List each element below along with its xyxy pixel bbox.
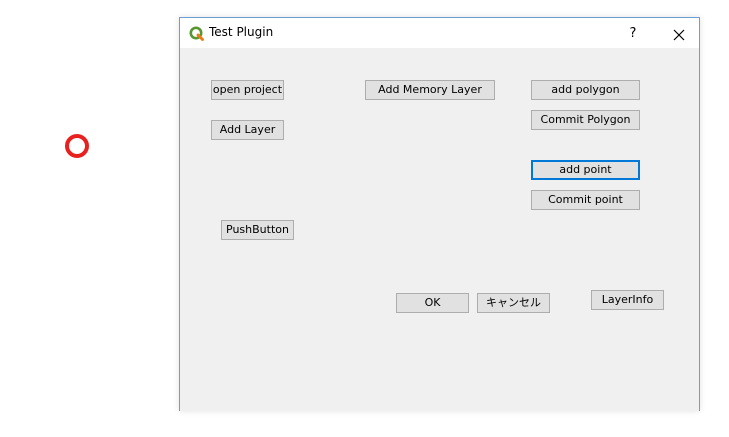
layer-info-button[interactable]: LayerInfo <box>591 290 664 310</box>
qgis-logo-icon <box>189 26 204 41</box>
title-bar[interactable]: Test Plugin ? <box>180 18 699 48</box>
push-button[interactable]: PushButton <box>221 220 294 240</box>
red-circle-marker <box>65 134 89 158</box>
add-memory-layer-button[interactable]: Add Memory Layer <box>365 80 495 100</box>
dialog-content: open project Add Layer PushButton Add Me… <box>180 48 699 411</box>
commit-point-button[interactable]: Commit point <box>531 190 640 210</box>
add-polygon-button[interactable]: add polygon <box>531 80 640 100</box>
ok-button[interactable]: OK <box>396 293 469 313</box>
cancel-button[interactable]: キャンセル <box>477 293 550 313</box>
window-title: Test Plugin <box>209 25 274 39</box>
help-button[interactable]: ? <box>629 26 637 41</box>
test-plugin-dialog: Test Plugin ? open project Add Layer Pus… <box>179 17 700 411</box>
commit-polygon-button[interactable]: Commit Polygon <box>531 110 640 130</box>
close-button[interactable] <box>664 23 694 45</box>
close-icon <box>673 29 685 40</box>
add-point-button[interactable]: add point <box>531 160 640 180</box>
open-project-button[interactable]: open project <box>211 80 284 100</box>
add-layer-button[interactable]: Add Layer <box>211 120 284 140</box>
